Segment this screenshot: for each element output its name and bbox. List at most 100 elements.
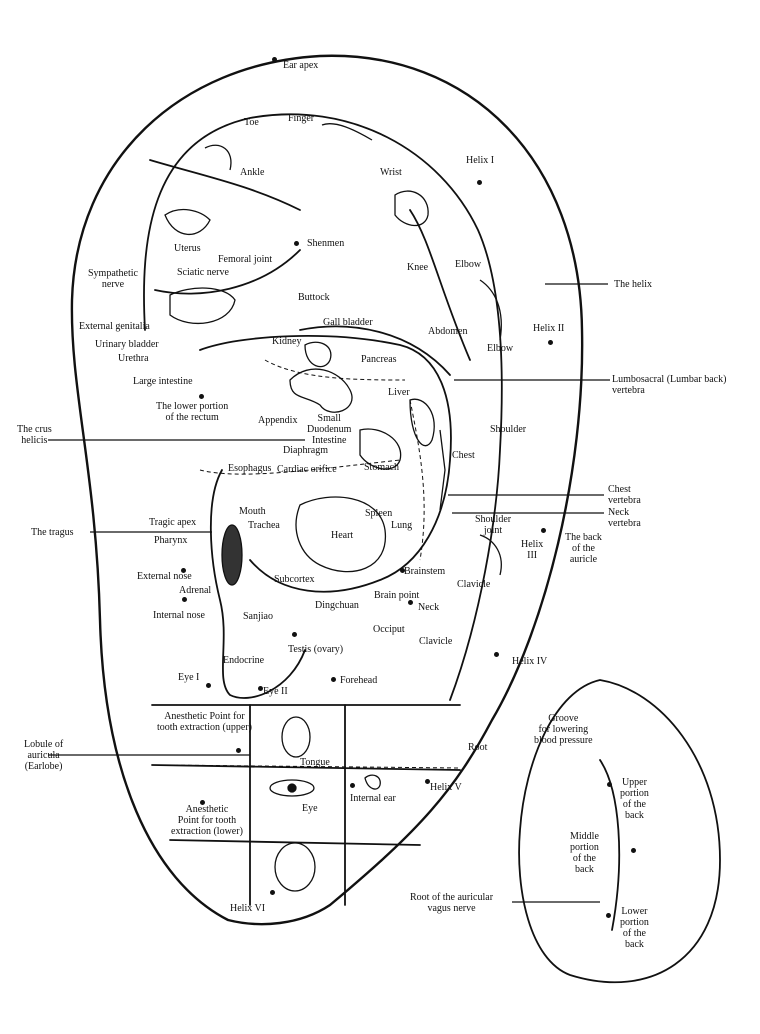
label-urinary-bladder: Urinary bladder <box>95 339 159 350</box>
label-eye: Eye <box>302 803 318 814</box>
label-urethra: Urethra <box>118 353 149 364</box>
label-back-auricle: The back of the auricle <box>565 532 602 565</box>
label-stomach: Stomach <box>364 462 399 473</box>
label-neck: Neck <box>418 602 440 613</box>
label-large-intestine: Large intestine <box>133 376 193 387</box>
outer-helix-outline <box>70 54 584 926</box>
point-dot <box>408 600 413 605</box>
label-elbow-2: Elbow <box>487 343 514 354</box>
stomach-sketch <box>359 428 402 470</box>
label-clavicle-2: Clavicle <box>419 636 453 647</box>
label-helix-2: Helix II <box>533 323 565 334</box>
label-uterus: Uterus <box>174 243 201 254</box>
label-gall-bladder: Gall bladder <box>323 317 373 328</box>
heart-lung-sketch <box>295 496 386 573</box>
label-mouth: Mouth <box>239 506 266 517</box>
label-helix-6: Helix VI <box>230 903 266 914</box>
kidney-sketch <box>304 341 332 368</box>
label-endocrine: Endocrine <box>223 655 265 666</box>
label-crus-helicis: The crus helicis <box>17 424 52 446</box>
label-chest-vertebra: Chest vertebra <box>608 484 641 506</box>
label-root: Root <box>468 742 488 753</box>
label-helix-3: Helix III <box>521 539 544 561</box>
pelvis-sketch <box>169 287 236 325</box>
shoulder-sketch <box>479 534 502 576</box>
label-eye-2: Eye II <box>263 686 288 697</box>
point-dot <box>236 748 241 753</box>
point-dot <box>200 800 205 805</box>
label-heart: Heart <box>331 530 354 541</box>
label-cardiac-orifice: Cardiac orifice <box>277 464 337 475</box>
point-dot <box>182 597 187 602</box>
point-dot <box>294 241 299 246</box>
label-helix-1: Helix I <box>466 155 495 166</box>
internal-ear-sketch <box>364 774 381 790</box>
label-vagus-root: Root of the auricular vagus nerve <box>410 892 494 914</box>
point-dot <box>272 57 277 62</box>
label-appendix: Appendix <box>258 415 298 426</box>
label-femoral-joint: Femoral joint <box>218 254 273 265</box>
elbow-sketch <box>479 279 502 341</box>
label-finger: Finger <box>288 113 315 124</box>
label-pharynx: Pharynx <box>154 535 188 546</box>
label-helix-4: Helix IV <box>512 656 548 667</box>
label-brain-point: Brain point <box>374 590 420 601</box>
label-diaphragm: Diaphragm <box>283 445 328 456</box>
mouth-sketch <box>274 842 316 892</box>
point-dot <box>425 779 430 784</box>
point-dot <box>199 394 204 399</box>
label-shoulder-joint: Shoulder joint <box>475 514 512 536</box>
label-shenmen: Shenmen <box>307 238 345 249</box>
label-sciatic-nerve: Sciatic nerve <box>177 267 229 278</box>
label-the-tragus: The tragus <box>31 527 74 538</box>
label-eye-1: Eye I <box>178 672 200 683</box>
label-testis: Testis (ovary) <box>288 644 344 655</box>
label-internal-ear: Internal ear <box>350 793 396 804</box>
label-sympathetic-nerve: Sympathetic nerve <box>88 268 138 290</box>
label-ear-apex: Ear apex <box>283 60 319 71</box>
label-helix-5: Helix V <box>430 782 462 793</box>
label-small-intestine: Small Duodenum Intestine <box>307 413 352 446</box>
point-dot <box>541 528 546 533</box>
label-external-nose: External nose <box>137 571 192 582</box>
intertragic-outline <box>209 469 306 699</box>
label-forehead: Forehead <box>340 675 378 686</box>
label-knee: Knee <box>407 262 429 273</box>
label-internal-nose: Internal nose <box>153 610 205 621</box>
label-clavicle-1: Clavicle <box>457 579 491 590</box>
label-chest: Chest <box>452 450 475 461</box>
label-spleen: Spleen <box>365 508 393 519</box>
label-sanjiao: Sanjiao <box>243 611 273 622</box>
label-kidney: Kidney <box>272 336 302 347</box>
point-dot <box>331 677 336 682</box>
label-wrist: Wrist <box>380 167 402 178</box>
label-upper-back: Upper portion of the back <box>620 777 649 821</box>
point-dot <box>258 686 263 691</box>
concha-outline <box>199 335 452 593</box>
label-tragic-apex: Tragic apex <box>149 517 197 528</box>
label-liver: Liver <box>388 387 410 398</box>
back-auricle-outline <box>518 679 721 984</box>
label-anesthetic-lower: Anesthetic Point for tooth extraction (l… <box>171 804 243 837</box>
point-dot <box>292 632 297 637</box>
point-dot <box>548 340 553 345</box>
label-the-helix: The helix <box>614 279 653 290</box>
ankle-sketch <box>204 144 232 171</box>
point-dot <box>494 652 499 657</box>
label-ankle: Ankle <box>240 167 265 178</box>
tragus-shape <box>221 524 243 586</box>
label-lung: Lung <box>391 520 413 531</box>
label-toe: Toe <box>244 117 259 128</box>
point-dot <box>181 568 186 573</box>
label-lumbosacral-vertebra: Lumbosacral (Lumbar back) vertebra <box>612 374 727 396</box>
uterus-sketch <box>164 208 211 236</box>
label-lobule: Lobule of auricula (Earlobe) <box>24 739 64 772</box>
label-esophagus: Esophagus <box>228 463 272 474</box>
label-brainstem: Brainstem <box>404 566 446 577</box>
point-dot <box>631 848 636 853</box>
finger-sketch <box>321 123 373 141</box>
point-dot <box>607 782 612 787</box>
point-dot <box>206 683 211 688</box>
label-tongue: Tongue <box>300 757 330 768</box>
